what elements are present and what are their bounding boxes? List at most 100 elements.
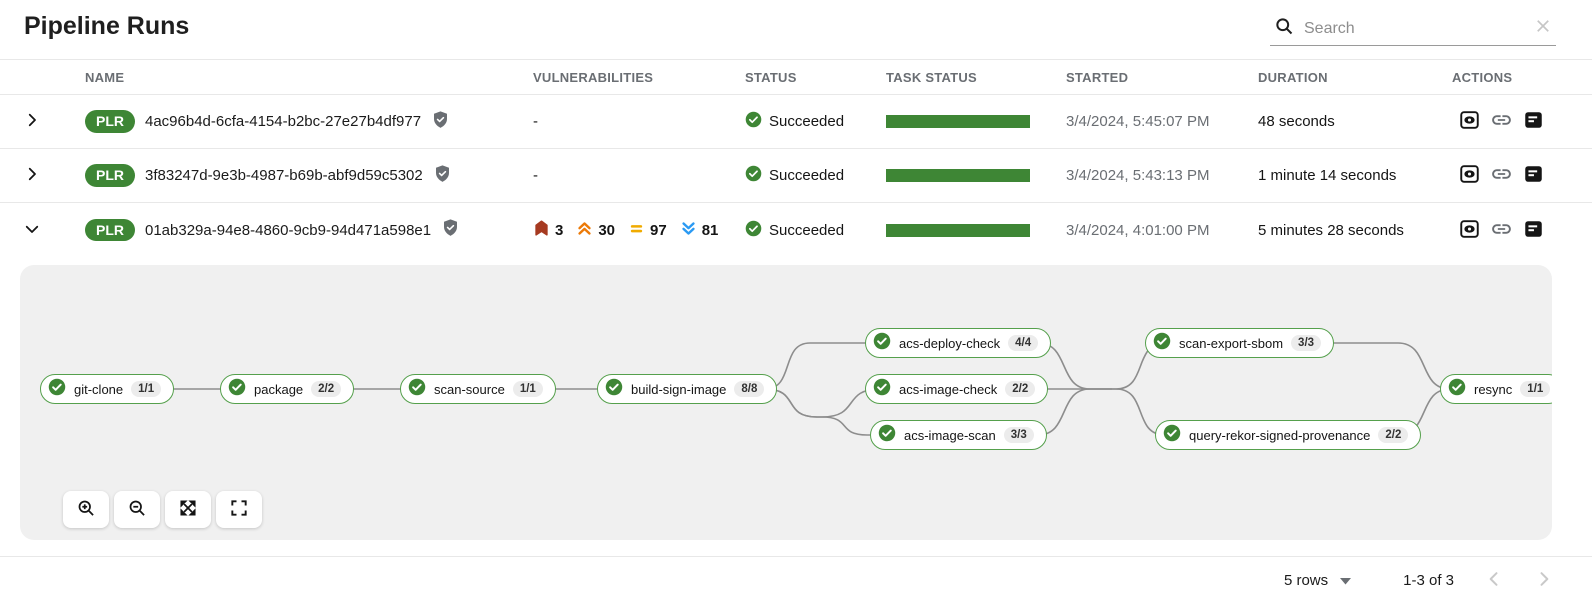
task-node-label: scan-source bbox=[434, 381, 505, 397]
task-step-count: 2/2 bbox=[1378, 426, 1409, 444]
task-step-count: 3/3 bbox=[1291, 334, 1322, 352]
link-button[interactable] bbox=[1490, 109, 1513, 134]
pipeline-run-name[interactable]: 4ac96b4d-6cfa-4154-b2bc-27e27b4df977 bbox=[145, 113, 422, 130]
task-node-label: resync bbox=[1474, 381, 1513, 397]
search-box[interactable] bbox=[1270, 12, 1556, 46]
task-node-query-rekor-signed-provenance[interactable]: query-rekor-signed-provenance 2/2 bbox=[1155, 420, 1422, 450]
started-cell: 3/4/2024, 5:43:13 PM bbox=[1066, 167, 1210, 184]
next-page-button[interactable] bbox=[1534, 569, 1554, 592]
task-status-bar bbox=[886, 115, 1030, 128]
status-cell: Succeeded bbox=[745, 111, 886, 132]
pipeline-visualization-panel: git-clone 1/1 package 2/2 scan-source 1/… bbox=[20, 265, 1552, 540]
task-success-icon bbox=[873, 332, 891, 355]
link-icon bbox=[1490, 163, 1513, 188]
task-success-icon bbox=[878, 424, 896, 447]
column-header-started: STARTED bbox=[1066, 69, 1129, 85]
plr-badge: PLR bbox=[85, 110, 135, 133]
column-header-name: NAME bbox=[85, 69, 125, 85]
output-icon bbox=[1458, 109, 1481, 134]
task-success-icon bbox=[1163, 424, 1181, 447]
task-step-count: 4/4 bbox=[1008, 334, 1039, 352]
vulnerabilities-cell: 3 30 97 81 bbox=[533, 219, 745, 241]
column-header-duration: DURATION bbox=[1258, 69, 1328, 85]
started-cell: 3/4/2024, 4:01:00 PM bbox=[1066, 221, 1210, 239]
vulnerabilities-cell: - bbox=[533, 113, 538, 130]
task-step-count: 8/8 bbox=[734, 380, 765, 398]
table-header: NAME VULNERABILITIES STATUS TASK STATUS … bbox=[0, 59, 1592, 95]
table-row: PLR 3f83247d-9e3b-4987-b69b-abf9d59c5302… bbox=[0, 149, 1592, 203]
task-success-icon bbox=[1448, 378, 1466, 401]
chevron-down-icon bbox=[23, 220, 41, 241]
task-node-git-clone[interactable]: git-clone 1/1 bbox=[40, 374, 175, 404]
logs-icon bbox=[1522, 218, 1545, 243]
task-node-acs-image-scan[interactable]: acs-image-scan 3/3 bbox=[870, 420, 1047, 450]
started-cell: 3/4/2024, 5:45:07 PM bbox=[1066, 113, 1210, 130]
output-icon bbox=[1458, 163, 1481, 188]
task-node-acs-deploy-check[interactable]: acs-deploy-check 4/4 bbox=[865, 328, 1052, 358]
rows-per-page-select[interactable]: 5 rows bbox=[1284, 572, 1352, 589]
logs-button[interactable] bbox=[1522, 109, 1545, 134]
pipeline-run-name[interactable]: 3f83247d-9e3b-4987-b69b-abf9d59c5302 bbox=[145, 167, 423, 184]
column-header-vulnerabilities: VULNERABILITIES bbox=[533, 69, 654, 85]
column-header-task-status: TASK STATUS bbox=[886, 69, 977, 85]
pagination-range-label: 1-3 of 3 bbox=[1403, 572, 1454, 589]
task-node-label: query-rekor-signed-provenance bbox=[1189, 427, 1371, 443]
chevron-right-icon bbox=[23, 165, 41, 186]
critical-severity: 3 bbox=[533, 219, 563, 241]
zoom-in-button[interactable] bbox=[63, 491, 109, 528]
output-button[interactable] bbox=[1458, 163, 1481, 188]
task-node-label: acs-deploy-check bbox=[899, 335, 1001, 351]
link-button[interactable] bbox=[1490, 163, 1513, 188]
expand-row-button[interactable] bbox=[18, 162, 46, 190]
task-node-label: build-sign-image bbox=[631, 381, 727, 397]
search-input[interactable] bbox=[1304, 19, 1524, 38]
success-check-icon bbox=[745, 220, 762, 241]
top-bar: Pipeline Runs bbox=[0, 0, 1592, 59]
task-step-count: 1/1 bbox=[512, 380, 543, 398]
zoom-out-button[interactable] bbox=[114, 491, 160, 528]
logs-button[interactable] bbox=[1522, 163, 1545, 188]
low-count: 81 bbox=[701, 221, 719, 239]
expand-row-button[interactable] bbox=[18, 108, 46, 136]
task-step-count: 1/1 bbox=[1520, 380, 1551, 398]
duration-cell: 48 seconds bbox=[1258, 113, 1335, 130]
task-node-build-sign-image[interactable]: build-sign-image 8/8 bbox=[597, 374, 778, 404]
task-success-icon bbox=[1153, 332, 1171, 355]
task-success-icon bbox=[228, 378, 246, 401]
previous-page-button[interactable] bbox=[1484, 569, 1504, 592]
pipeline-run-name[interactable]: 01ab329a-94e8-4860-9cb9-94d471a598e1 bbox=[145, 221, 432, 239]
fit-to-screen-icon bbox=[178, 498, 198, 521]
medium-severity: 97 bbox=[628, 220, 667, 241]
plr-badge: PLR bbox=[85, 164, 135, 187]
status-cell: Succeeded bbox=[745, 165, 886, 186]
task-step-count: 3/3 bbox=[1003, 426, 1034, 444]
high-severity-icon bbox=[576, 220, 593, 241]
clear-icon[interactable] bbox=[1534, 17, 1552, 40]
collapse-row-button[interactable] bbox=[18, 216, 46, 244]
link-icon bbox=[1490, 109, 1513, 134]
high-severity: 30 bbox=[576, 220, 615, 241]
output-button[interactable] bbox=[1458, 109, 1481, 134]
status-label: Succeeded bbox=[769, 113, 845, 130]
logs-icon bbox=[1522, 109, 1545, 134]
task-step-count: 2/2 bbox=[311, 380, 342, 398]
fit-to-screen-button[interactable] bbox=[165, 491, 211, 528]
caret-down-icon bbox=[1340, 572, 1352, 589]
fullscreen-button[interactable] bbox=[216, 491, 262, 528]
task-status-bar bbox=[886, 223, 1030, 237]
table-row: PLR 01ab329a-94e8-4860-9cb9-94d471a598e1… bbox=[0, 203, 1592, 257]
link-icon bbox=[1490, 218, 1513, 243]
task-success-icon bbox=[48, 378, 66, 401]
logs-button[interactable] bbox=[1522, 218, 1545, 243]
medium-count: 97 bbox=[650, 221, 667, 239]
page-title: Pipeline Runs bbox=[24, 12, 190, 40]
task-node-acs-image-check[interactable]: acs-image-check 2/2 bbox=[865, 374, 1049, 404]
task-node-scan-export-sbom[interactable]: scan-export-sbom 3/3 bbox=[1145, 328, 1335, 358]
link-button[interactable] bbox=[1490, 218, 1513, 243]
task-node-scan-source[interactable]: scan-source 1/1 bbox=[400, 374, 556, 404]
task-node-package[interactable]: package 2/2 bbox=[220, 374, 355, 404]
task-status-bar bbox=[886, 169, 1030, 182]
output-button[interactable] bbox=[1458, 218, 1481, 243]
task-node-resync[interactable]: resync 1/1 bbox=[1440, 374, 1552, 404]
plr-badge: PLR bbox=[85, 218, 135, 242]
